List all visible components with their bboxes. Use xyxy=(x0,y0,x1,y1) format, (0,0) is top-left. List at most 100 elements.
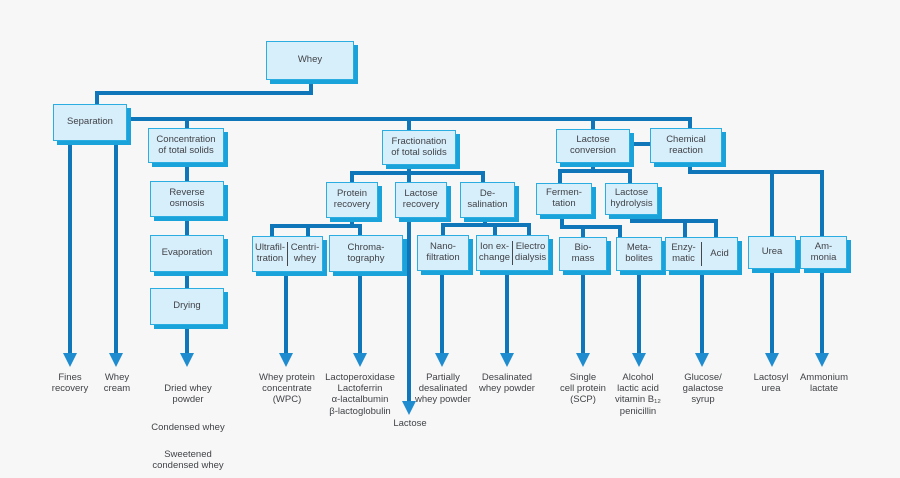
node-desalination: De- salination xyxy=(460,182,515,218)
connector-line xyxy=(185,163,189,181)
connector-line xyxy=(350,218,354,228)
node-electrodialysis: Electro dialysis xyxy=(514,241,547,263)
node-centri-whey: Centri- whey xyxy=(290,242,320,264)
connector-line xyxy=(560,213,564,229)
connector-line xyxy=(440,268,444,353)
node-nanofiltration: Nano- filtration xyxy=(417,235,469,271)
connector-line xyxy=(270,224,362,228)
node-fermentation: Fermen- tation xyxy=(536,183,592,215)
connector-line xyxy=(558,169,562,183)
connector-line xyxy=(630,219,718,223)
connector-line xyxy=(770,266,774,353)
output-protein-fractions: Lactoperoxidase Lactoferrin α-lactalbumi… xyxy=(325,372,395,417)
connector-line xyxy=(770,170,774,236)
output-sweetened-condensed-whey: Sweetened condensed whey xyxy=(152,449,224,472)
arrow-down-icon xyxy=(180,353,194,367)
connector-line xyxy=(185,272,189,288)
output-dried-whey-powder: Dried whey powder xyxy=(164,383,212,406)
node-protein-recovery: Protein recovery xyxy=(326,182,378,218)
output-concentration-products: Dried whey powder Condensed whey Sweeten… xyxy=(133,372,243,478)
connector-line xyxy=(95,91,99,104)
connector-line xyxy=(270,224,274,236)
connector-line xyxy=(441,223,445,235)
connector-line xyxy=(527,223,531,235)
node-chemical-reaction: Chemical reaction xyxy=(650,128,722,163)
connector-line xyxy=(68,141,72,353)
connector-line xyxy=(350,171,485,175)
arrow-down-icon xyxy=(632,353,646,367)
node-ion-exchange: Ion ex- change xyxy=(478,241,511,263)
connector-line xyxy=(628,169,632,183)
node-urea: Urea xyxy=(748,236,796,269)
output-desalinated-whey-powder: Desalinated whey powder xyxy=(479,372,535,395)
arrow-down-icon xyxy=(765,353,779,367)
connector-line xyxy=(714,219,718,237)
node-enzymatic: Enzy- matic xyxy=(671,242,696,264)
connector-line xyxy=(358,268,362,353)
node-concentration-of-total-solids: Concentration of total solids xyxy=(148,128,224,163)
arrow-down-icon xyxy=(402,401,416,415)
connector-line xyxy=(618,225,622,237)
connector-line xyxy=(700,268,704,353)
arrow-down-icon xyxy=(435,353,449,367)
node-ultrafiltration-centriwhey: Ultrafil- tration Centri- whey xyxy=(252,236,323,272)
arrow-down-icon xyxy=(63,353,77,367)
output-fermentation-products: Alcohol lactic acid vitamin B₁₂ penicill… xyxy=(615,372,661,417)
connector-line xyxy=(591,117,595,129)
output-glucose-galactose-syrup: Glucose/ galactose syrup xyxy=(682,372,724,406)
connector-line xyxy=(185,117,189,128)
connector-line xyxy=(185,325,189,353)
connector-line xyxy=(114,141,118,353)
node-ammonia: Am- monia xyxy=(800,236,847,269)
arrow-down-icon xyxy=(695,353,709,367)
connector-line xyxy=(493,223,497,235)
arrow-down-icon xyxy=(279,353,293,367)
node-fractionation-of-total-solids: Fractionation of total solids xyxy=(382,130,456,165)
connector-line xyxy=(630,142,650,146)
node-whey: Whey xyxy=(266,41,354,80)
connector-line xyxy=(820,170,824,236)
node-biomass: Bio- mass xyxy=(559,237,607,271)
connector-line xyxy=(407,214,411,402)
divider xyxy=(287,241,288,267)
node-chromatography: Chroma- tography xyxy=(329,235,403,272)
arrow-down-icon xyxy=(109,353,123,367)
node-lactose-conversion: Lactose conversion xyxy=(556,129,630,163)
connector-line xyxy=(95,91,313,95)
node-lactose-hydrolysis: Lactose hydrolysis xyxy=(605,183,658,215)
output-condensed-whey: Condensed whey xyxy=(151,421,225,433)
output-whey-cream: Whey cream xyxy=(103,372,131,395)
output-whey-protein-concentrate: Whey protein concentrate (WPC) xyxy=(259,372,315,406)
connector-line xyxy=(558,169,632,173)
connector-line xyxy=(683,219,687,237)
node-ionexchange-electrodialysis: Ion ex- change Electro dialysis xyxy=(476,235,549,271)
connector-line xyxy=(483,218,487,227)
connector-line xyxy=(560,225,622,229)
connector-line xyxy=(630,213,634,223)
node-metabolites: Meta- bolites xyxy=(616,237,662,271)
connector-line xyxy=(591,163,595,173)
connector-line xyxy=(358,224,362,235)
output-lactosyl-urea: Lactosyl urea xyxy=(753,372,789,395)
connector-line xyxy=(350,171,354,182)
node-evaporation: Evaporation xyxy=(150,235,224,272)
output-single-cell-protein: Single cell protein (SCP) xyxy=(560,372,606,406)
node-drying: Drying xyxy=(150,288,224,325)
connector-line xyxy=(688,117,692,128)
connector-line xyxy=(185,217,189,235)
connector-line xyxy=(688,170,824,174)
divider xyxy=(512,240,513,266)
connector-line xyxy=(505,268,509,353)
node-ultrafiltration: Ultrafil- tration xyxy=(254,242,286,264)
output-partially-desalinated-whey-powder: Partially desalinated whey powder xyxy=(415,372,471,406)
node-separation: Separation xyxy=(53,104,127,141)
output-fines-recovery: Fines recovery xyxy=(51,372,89,395)
output-lactose: Lactose xyxy=(393,418,427,429)
node-lactose-recovery: Lactose recovery xyxy=(395,182,447,218)
connector-line xyxy=(481,171,485,182)
node-reverse-osmosis: Reverse osmosis xyxy=(150,181,224,217)
arrow-down-icon xyxy=(576,353,590,367)
connector-line xyxy=(306,224,310,236)
node-acid: Acid xyxy=(710,247,729,259)
